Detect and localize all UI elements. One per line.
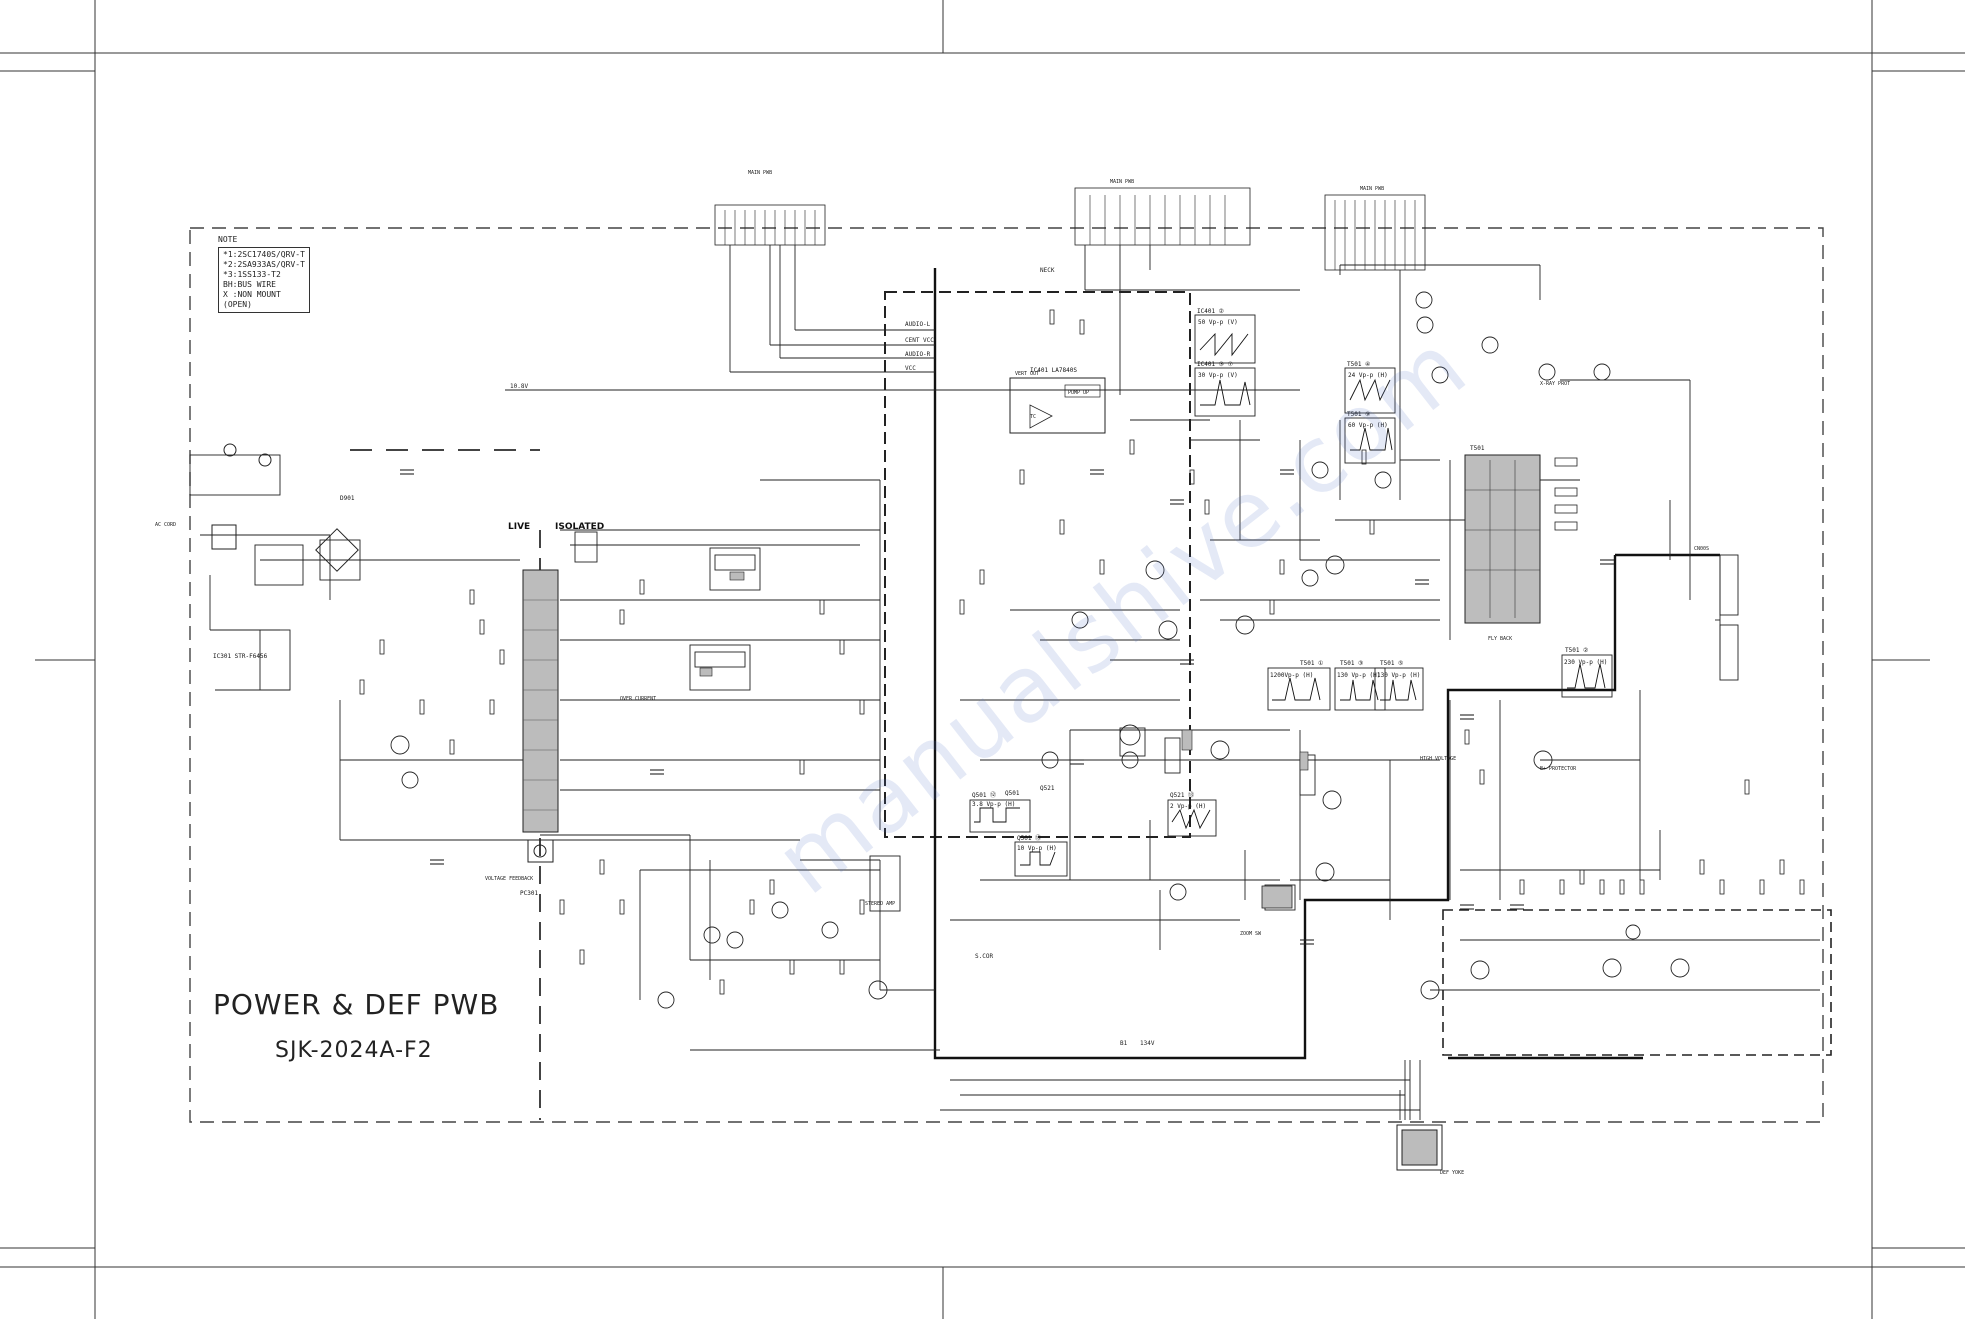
signal-labels: VERT OUT PUMP UP TC FLY BACK HIGH VOLTAG… xyxy=(485,371,1577,937)
capacitors xyxy=(400,469,1614,945)
screen-connector xyxy=(1719,554,1739,681)
wave-ref-9: Q501 ⑬ xyxy=(1017,834,1041,842)
bus-label-audio-l: AUDIO-L xyxy=(905,321,931,328)
wave-val-6: 130 Vp-p (H) xyxy=(1377,672,1420,679)
note-line: BH:BUS WIRE xyxy=(223,280,276,289)
note-line: X :NON MOUNT xyxy=(223,290,281,299)
wiring xyxy=(200,245,1820,1120)
signal-label-b-protector: B+ PROTECTOR xyxy=(1540,766,1577,772)
signal-label-x-ray-prot: X-RAY PROT xyxy=(1540,381,1570,387)
connector-main-pwb-left xyxy=(714,204,826,246)
signal-label-over-current: OVER CURRENT xyxy=(620,696,656,702)
wave-val-1: 30 Vp-p (V) xyxy=(1198,372,1238,379)
signal-label-fly-back: FLY BACK xyxy=(1488,636,1512,642)
wave-val-10: 2 Vp-p (H) xyxy=(1170,803,1206,810)
signal-label-zoom-sw: ZOOM SW xyxy=(1240,931,1262,937)
ic-label-q521: Q521 xyxy=(1040,785,1055,792)
signal-label-stereo-amp: STEREO AMP xyxy=(865,901,895,907)
wave-ref-5: T501 ③ xyxy=(1340,660,1363,667)
zoom-relays xyxy=(1261,885,1293,909)
connector-label-left: MAIN PWB xyxy=(748,170,772,176)
ic301-power-ic xyxy=(522,569,559,863)
connector-main-pwb-mid xyxy=(1074,187,1251,246)
wave-val-3: 60 Vp-p (H) xyxy=(1348,422,1388,429)
note-line: *2:2SA933AS/QRV-T xyxy=(223,260,305,269)
wave-val-5: 130 Vp-p (H) xyxy=(1337,672,1380,679)
signal-label-voltage-feedback: VOLTAGE FEEDBACK xyxy=(485,876,533,882)
wave-ref-1: IC401 ③ ⑦ xyxy=(1197,361,1233,368)
zone-isolated-label: ISOLATED xyxy=(555,522,605,532)
waveform-boxes xyxy=(969,314,1613,877)
secondary-ics xyxy=(189,454,1316,912)
bus-label-134v: 134V xyxy=(1140,1040,1155,1047)
ic-labels: IC401 LA7840S Q501 Q521 IC301 STR-F6456 … xyxy=(213,367,1485,897)
wave-ref-6: T501 ⑤ xyxy=(1380,660,1403,667)
connector-label-right: MAIN PWB xyxy=(1360,186,1384,192)
note-lines: *1:2SC1740S/QRV-T *2:2SA933AS/QRV-T *3:1… xyxy=(218,247,310,313)
note-line: *3:1SS133-T2 xyxy=(223,270,281,279)
ic-label-d901: D901 xyxy=(340,495,355,502)
board-code: SJK-2024A-F2 xyxy=(275,1038,433,1063)
connector-main-pwb-right xyxy=(1324,194,1426,271)
board-outline xyxy=(189,227,1824,1123)
deflection-block-outline xyxy=(884,291,1191,838)
ic-label-ic401: IC401 LA7840S xyxy=(1030,367,1077,374)
signal-label-high-voltage: HIGH VOLTAGE xyxy=(1420,756,1456,762)
ic-label-pc301: PC301 xyxy=(520,890,538,897)
connector-label-ac-cord: AC CORD xyxy=(155,522,176,528)
bus-label-neck: NECK xyxy=(1040,267,1055,274)
signal-label-vert-out: VERT OUT xyxy=(1015,371,1039,377)
zone-live-label: LIVE xyxy=(508,522,531,532)
signal-label-tc: TC xyxy=(1030,414,1036,420)
note-heading: NOTE xyxy=(218,235,238,244)
waveform-traces xyxy=(974,332,1606,866)
transistors xyxy=(390,291,1690,1009)
ic-label-ic301: IC301 STR-F6456 xyxy=(213,653,268,660)
t501-flyback-transformer xyxy=(1464,454,1578,624)
bus-label-10v8: 10.8V xyxy=(510,383,528,390)
ic401-vert-output xyxy=(1009,377,1106,434)
note-box: NOTE *1:2SC1740S/QRV-T *2:2SA933AS/QRV-T… xyxy=(218,235,310,313)
bus-label-audio-r: AUDIO-R xyxy=(905,351,931,358)
passive-components xyxy=(359,309,1805,995)
connector-labels: MAIN PWB MAIN PWB MAIN PWB CN00S DEF YOK… xyxy=(155,170,1709,1176)
wave-ref-3: T501 ⑨ xyxy=(1347,411,1370,418)
wave-ref-4: T501 ① xyxy=(1300,660,1323,667)
zoom-block-outline xyxy=(1442,909,1832,1056)
note-line: *1:2SC1740S/QRV-T xyxy=(223,250,305,259)
wave-val-2: 24 Vp-p (H) xyxy=(1348,372,1388,379)
signal-label-pump-up: PUMP UP xyxy=(1068,390,1089,396)
waveform-labels: IC401 ② 50 Vp-p (V) IC401 ③ ⑦ 30 Vp-p (V… xyxy=(972,308,1607,852)
connector-label-cn00s: CN00S xyxy=(1694,546,1709,552)
main-bus-traces xyxy=(933,268,1720,1060)
wave-val-0: 50 Vp-p (V) xyxy=(1198,319,1238,326)
bridge-rectifier xyxy=(211,443,359,572)
def-yoke-connector xyxy=(1396,1124,1443,1171)
wave-ref-7: T501 ② xyxy=(1565,647,1588,654)
bus-label-b1: B1 xyxy=(1120,1040,1128,1047)
note-line: (OPEN) xyxy=(223,300,252,309)
wave-ref-8: Q501 ⑫ xyxy=(972,791,996,799)
board-title: POWER & DEF PWB xyxy=(213,988,500,1021)
bus-label-scor: S.COR xyxy=(975,953,993,960)
wave-ref-0: IC401 ② xyxy=(1197,308,1224,315)
wave-val-7: 230 Vp-p (H) xyxy=(1564,659,1607,666)
ic-label-q501: Q501 xyxy=(1005,790,1020,797)
ic-label-t501: T501 xyxy=(1470,445,1485,452)
wave-val-9: 10 Vp-p (H) xyxy=(1017,845,1057,852)
bus-labels: AUDIO-L CENT VCC AUDIO-R VCC 10.8V B1 13… xyxy=(510,267,1155,1047)
wave-val-8: 3.8 Vp-p (H) xyxy=(972,801,1015,808)
connector-label-mid: MAIN PWB xyxy=(1110,179,1134,185)
bus-label-cent-vcc: CENT VCC xyxy=(905,337,934,344)
bus-label-vcc: VCC xyxy=(905,365,916,372)
wave-ref-10: Q521 ⑬ xyxy=(1170,791,1194,799)
wave-ref-2: T501 ④ xyxy=(1347,361,1370,368)
wave-val-4: 1200Vp-p (H) xyxy=(1270,672,1313,679)
connector-label-def-yoke: DEF YOKE xyxy=(1440,1170,1464,1176)
